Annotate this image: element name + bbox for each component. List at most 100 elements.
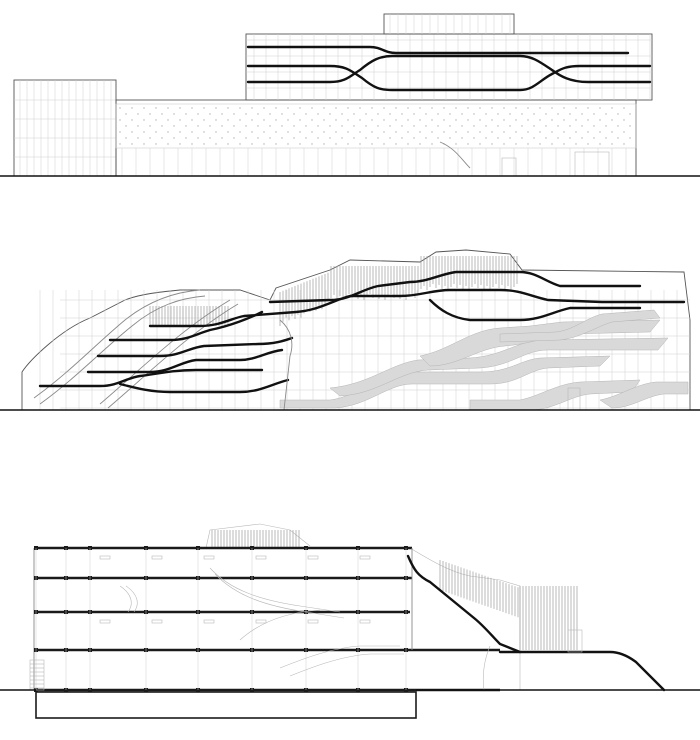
perforation-dot xyxy=(299,107,301,109)
perforation-dot xyxy=(227,107,229,109)
perforation-dot xyxy=(119,131,121,133)
perforation-dot xyxy=(599,143,601,145)
perforation-dot xyxy=(539,131,541,133)
perforation-dot xyxy=(473,113,475,115)
perforation-dot xyxy=(323,143,325,145)
perforation-dot xyxy=(587,143,589,145)
perforation-dot xyxy=(401,137,403,139)
perforation-dot xyxy=(299,119,301,121)
perforation-dot xyxy=(251,143,253,145)
perforation-dot xyxy=(131,143,133,145)
perforation-dot xyxy=(575,143,577,145)
exterior-ramp-lower xyxy=(498,650,666,692)
perforation-dot xyxy=(233,113,235,115)
elevation-top xyxy=(0,13,700,177)
mid-ribbon-2 xyxy=(268,270,642,304)
perforation-dot xyxy=(329,137,331,139)
perforation-dot xyxy=(245,137,247,139)
perforation-dot xyxy=(515,131,517,133)
perforation-dot xyxy=(143,143,145,145)
perforation-dot xyxy=(449,113,451,115)
sweeping-ramps xyxy=(33,289,239,409)
perforation-dot xyxy=(473,137,475,139)
perforation-dot xyxy=(263,143,265,145)
perforation-dot xyxy=(449,137,451,139)
ribbon-line-3 xyxy=(246,54,652,84)
perforation-dot xyxy=(329,125,331,127)
exterior-ramp-upper xyxy=(406,554,522,654)
spiral-stair-inner xyxy=(125,585,138,613)
perforation-dot xyxy=(437,125,439,127)
perforation-dot xyxy=(251,107,253,109)
perforation-dot xyxy=(311,143,313,145)
ramp-sweep-2 xyxy=(39,295,206,405)
perforation-dot xyxy=(629,125,631,127)
perforation-dot xyxy=(611,131,613,133)
perforation-dot xyxy=(509,113,511,115)
perforation-dot xyxy=(239,143,241,145)
perforation-dot xyxy=(587,131,589,133)
perforation-dot xyxy=(149,113,151,115)
perforation-dot xyxy=(317,113,319,115)
perforation-dot xyxy=(419,131,421,133)
left-tower-mullions xyxy=(14,80,116,176)
perforation-dot xyxy=(305,125,307,127)
perforation-dot xyxy=(119,107,121,109)
ceiling-fixture xyxy=(99,555,111,560)
landscape-slope xyxy=(409,547,521,690)
perforation-dot xyxy=(527,143,529,145)
perforation-dot xyxy=(167,107,169,109)
perforation-dot xyxy=(545,125,547,127)
ramp-support-curve xyxy=(482,645,491,691)
perforation-dot xyxy=(503,143,505,145)
perforation-dot xyxy=(215,131,217,133)
perforation-dot xyxy=(209,113,211,115)
perforation-dot xyxy=(167,143,169,145)
parking-ramp-bands xyxy=(279,309,689,411)
perforation-dot xyxy=(203,107,205,109)
perforation-dot xyxy=(155,119,157,121)
perforation-dot xyxy=(293,113,295,115)
perforation-dot xyxy=(353,125,355,127)
perforation-dot xyxy=(377,113,379,115)
perforation-dot xyxy=(287,143,289,145)
perforation-dot xyxy=(221,137,223,139)
perforation-dot xyxy=(323,131,325,133)
facade-fold-line xyxy=(279,319,293,411)
ceiling-fixture xyxy=(151,555,163,560)
roof-planter-hatch xyxy=(211,530,300,548)
perforation-dot xyxy=(557,113,559,115)
mid-ribbon-4 xyxy=(96,336,294,358)
perforation-dot xyxy=(335,143,337,145)
perforation-dot xyxy=(599,131,601,133)
perforation-dot xyxy=(581,113,583,115)
perforation-dot xyxy=(599,107,601,109)
perforation-dot xyxy=(455,107,457,109)
perforation-dot xyxy=(203,131,205,133)
ramp-sweep-1 xyxy=(33,289,201,399)
gray-ramp-6 xyxy=(499,309,661,343)
perforation-dot xyxy=(551,119,553,121)
perforation-dot xyxy=(605,113,607,115)
perforation-dot xyxy=(149,137,151,139)
perforation-dot xyxy=(245,113,247,115)
perforation-dot xyxy=(551,107,553,109)
perforation-dot xyxy=(347,143,349,145)
perforation-dot xyxy=(509,125,511,127)
ceiling-fixture xyxy=(307,555,319,560)
perforation-dot xyxy=(503,107,505,109)
perforation-dot xyxy=(323,107,325,109)
section-ramp-3 xyxy=(239,609,321,641)
perforation-dot xyxy=(287,119,289,121)
perforation-dot xyxy=(383,131,385,133)
perforation-dot xyxy=(155,143,157,145)
podium-mullions xyxy=(121,148,627,176)
perforation-dot xyxy=(503,119,505,121)
perforation-dot xyxy=(473,125,475,127)
perforation-dot xyxy=(593,113,595,115)
perforation-dot xyxy=(533,125,535,127)
perforation-dot xyxy=(185,137,187,139)
perforation-dot xyxy=(479,143,481,145)
perforation-dot xyxy=(551,131,553,133)
loading-opening xyxy=(574,151,610,177)
